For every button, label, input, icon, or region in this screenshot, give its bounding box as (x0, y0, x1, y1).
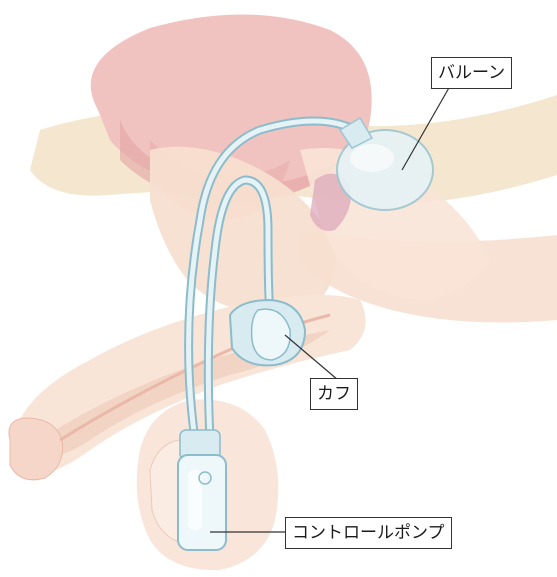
cuff-device (230, 300, 305, 365)
balloon-label: バルーン (431, 57, 512, 89)
pump-highlight (188, 470, 202, 530)
balloon-highlight (350, 144, 394, 172)
control-pump-label: コントロールポンプ (285, 517, 452, 549)
glans (9, 418, 63, 480)
cuff-label: カフ (310, 378, 358, 410)
